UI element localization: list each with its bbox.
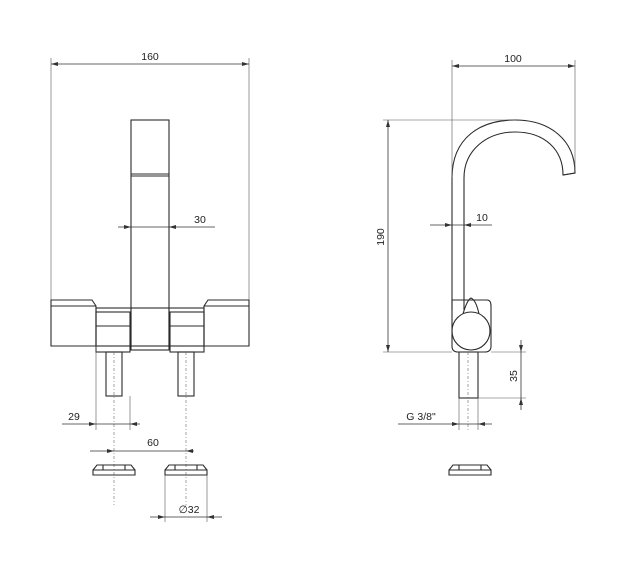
front-left-handle (50, 299, 97, 347)
dim-base-diameter: ∅32 (179, 504, 200, 516)
side-gooseneck-spout (451, 119, 576, 310)
side-handle-knob (451, 311, 491, 351)
front-left-washer (92, 464, 136, 476)
dim-outlet-spacing: 60 (147, 437, 159, 449)
dim-shank-length: 35 (508, 370, 520, 382)
dim-overall-height: 190 (375, 228, 387, 246)
front-spout-column (130, 119, 170, 351)
side-view: 100 190 10 35 G 3/8" (375, 53, 576, 476)
side-body (451, 299, 492, 353)
front-body (95, 307, 205, 347)
dim-spout-width: 30 (194, 214, 206, 226)
dim-outlet-pipe: 29 (68, 411, 80, 423)
side-washer (448, 464, 492, 476)
dim-thread: G 3/8" (406, 411, 436, 423)
front-right-handle (203, 299, 250, 347)
front-view: 160 30 29 60 ∅32 (50, 51, 250, 522)
dim-spout-reach: 100 (504, 53, 522, 65)
dim-spout-tube: 10 (476, 212, 488, 224)
side-shank (458, 351, 479, 399)
dim-overall-width: 160 (141, 51, 159, 63)
